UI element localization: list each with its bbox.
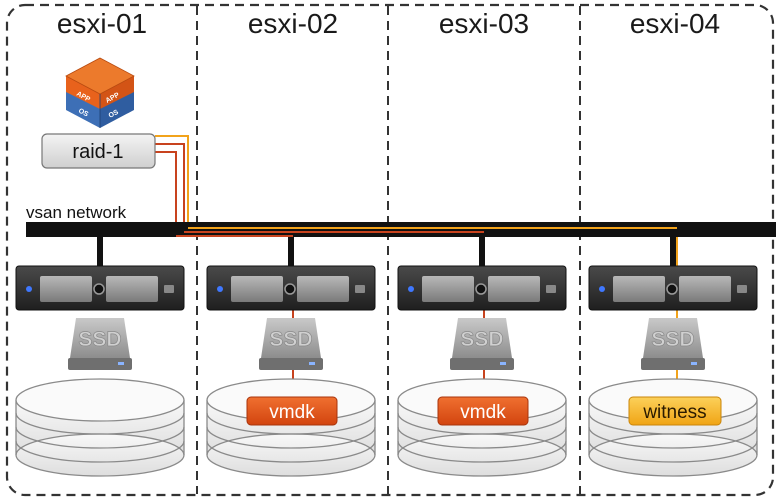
cluster-border <box>5 3 775 497</box>
ssd-icon: SSD <box>450 318 514 370</box>
ssd-icon: SSD <box>259 318 323 370</box>
server-icon <box>206 265 376 311</box>
host-title: esxi-01 <box>57 8 147 39</box>
component-label: vmdk <box>460 402 506 423</box>
witness-component: witness <box>628 396 722 426</box>
vm-icon-label: OS <box>77 108 90 119</box>
vmdk-component: vmdk <box>437 396 529 426</box>
disk-stack-icon <box>15 378 185 477</box>
network-label: vsan network <box>26 203 127 222</box>
host-stack-esxi-04: SSD <box>588 265 758 477</box>
ssd-label: SSD <box>269 328 312 351</box>
server-icon <box>397 265 567 311</box>
host-stack-esxi-03: SSD <box>397 265 567 477</box>
ssd-label: SSD <box>78 328 121 351</box>
network-drop <box>670 237 676 266</box>
server-icon <box>15 265 185 311</box>
vm-app-os-cube-icon: APP OS APP OS <box>65 57 135 128</box>
network-drop <box>479 237 485 266</box>
component-label: vmdk <box>269 402 315 423</box>
network-drop <box>97 237 103 266</box>
vsan-network-bar <box>26 222 776 237</box>
raid-label: raid-1 <box>72 141 123 163</box>
disk-stack-icon <box>206 378 376 477</box>
host-stack-esxi-01: SSD <box>15 265 185 477</box>
disk-stack-icon <box>588 378 758 477</box>
ssd-label: SSD <box>460 328 503 351</box>
disk-stack-icon <box>397 378 567 477</box>
host-stack-esxi-02: SSD <box>206 265 376 477</box>
server-icon <box>588 265 758 311</box>
ssd-label: SSD <box>651 328 694 351</box>
host-title: esxi-02 <box>248 8 338 39</box>
vm-icon-label: OS <box>108 109 121 120</box>
host-title: esxi-03 <box>439 8 529 39</box>
raid-1-box: raid-1 <box>41 133 156 169</box>
ssd-icon: SSD <box>641 318 705 370</box>
host-title: esxi-04 <box>630 8 720 39</box>
ssd-icon: SSD <box>68 318 132 370</box>
vmdk-component: vmdk <box>246 396 338 426</box>
network-drop <box>288 237 294 266</box>
component-label: witness <box>642 402 706 423</box>
